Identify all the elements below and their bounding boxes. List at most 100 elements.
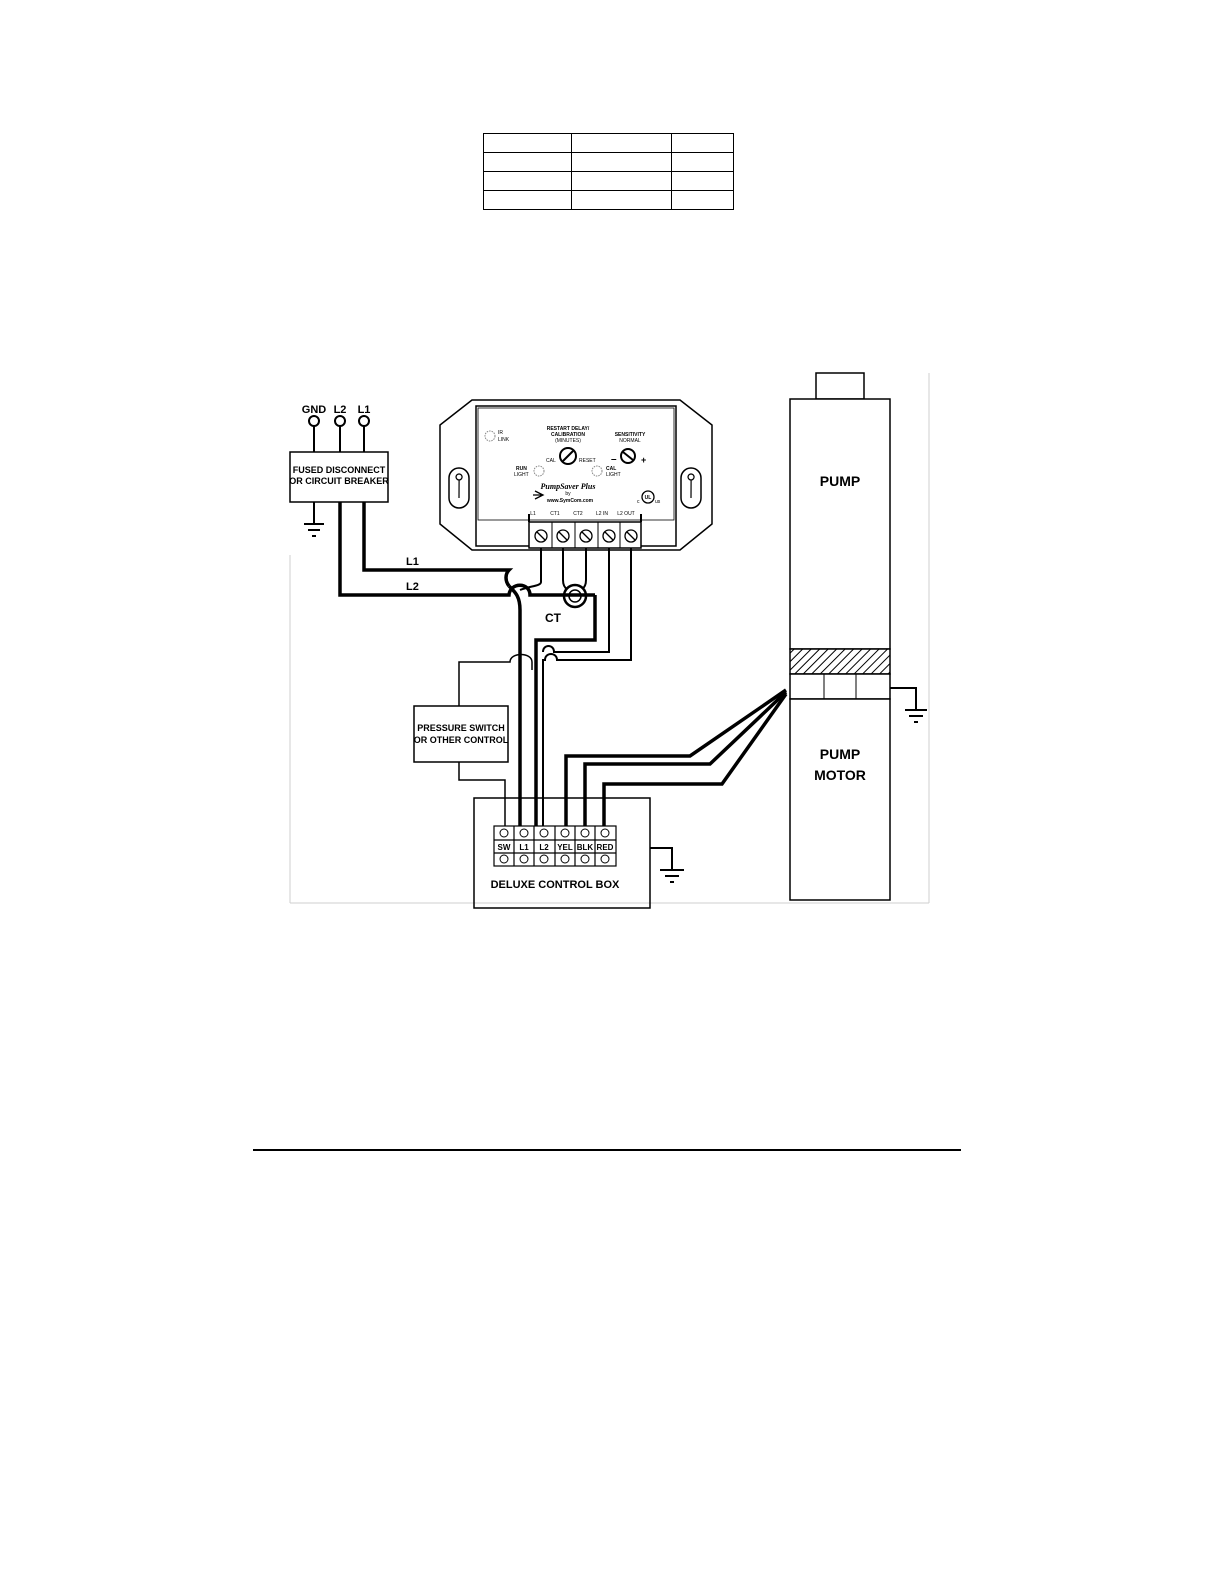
- ul-mark-icon: [641, 490, 655, 504]
- run-light-label: RUN: [516, 466, 527, 472]
- pump-motor-label-1: PUMP: [820, 746, 860, 762]
- dial-pointer-icon: [622, 451, 634, 461]
- dial-pointer-icon: [562, 450, 574, 462]
- screw-icon: [580, 854, 590, 864]
- symcom-logo-icon: [533, 490, 545, 500]
- wire-l1-to-box: [507, 584, 522, 826]
- box-terminal-label: BLK: [577, 843, 594, 852]
- brand-by: by: [565, 491, 571, 497]
- motor-lead-red: [602, 692, 788, 826]
- footer-rule: [253, 1149, 961, 1151]
- sensitivity-minus: –: [611, 454, 617, 465]
- ul-mark-text: UL: [645, 495, 652, 501]
- box-terminal-label: RED: [597, 843, 614, 852]
- wire-l2-out: [542, 548, 632, 826]
- box-terminal-label: SW: [498, 843, 511, 852]
- run-light-icon: [533, 465, 545, 477]
- wire-controller-l1: [519, 548, 542, 591]
- box-terminal-label: YEL: [557, 843, 573, 852]
- reset-label: RESET: [579, 458, 596, 464]
- screw-icon: [600, 828, 610, 838]
- cal-label: CAL: [546, 458, 556, 464]
- controller-panel: [477, 407, 675, 521]
- gnd-label: GND: [302, 404, 327, 416]
- l2-supply-label: L2: [334, 404, 347, 416]
- motor-lead-blk: [583, 690, 788, 826]
- deluxe-control-box: [473, 797, 651, 909]
- ir-label-2: LINK: [498, 437, 510, 443]
- control-box-title: DELUXE CONTROL BOX: [491, 879, 620, 891]
- box-terminal-label: L1: [519, 843, 529, 852]
- pump-label: PUMP: [820, 473, 860, 489]
- screw-icon: [539, 828, 549, 838]
- terminal-label: L2 OUT: [617, 511, 635, 517]
- screw-icon: [519, 854, 529, 864]
- gnd-terminal: [308, 415, 320, 427]
- motor-lead-yel: [564, 688, 787, 826]
- restart-label-3: (MINUTES): [555, 438, 581, 444]
- table-row: [483, 190, 734, 210]
- keyhole-icon: [455, 473, 463, 499]
- ground-symbol: [890, 687, 927, 723]
- cal-light-label: CAL: [606, 466, 616, 472]
- keyhole-icon: [687, 473, 695, 499]
- screw-icon: [499, 854, 509, 864]
- terminal-label: CT2: [573, 511, 583, 517]
- pump-discharge-cap: [815, 372, 865, 400]
- l1-supply-label: L1: [358, 404, 371, 416]
- sensitivity-label: SENSITIVITY: [615, 432, 646, 438]
- screw-icon: [539, 854, 549, 864]
- brand-logo: PumpSaver Plus: [541, 482, 596, 491]
- sensitivity-plus: +: [641, 455, 646, 465]
- pump-body: [789, 398, 891, 650]
- screw-icon: [519, 828, 529, 838]
- restart-label-1: RESTART DELAY/: [547, 426, 590, 432]
- brand-url: www.SymCom.com: [546, 498, 594, 504]
- terminal-label: L2 IN: [596, 511, 608, 517]
- ir-link-icon: [484, 430, 496, 442]
- wire-label-l2: L2: [406, 581, 419, 593]
- ul-c: c: [637, 499, 640, 505]
- restart-label-2: CALIBRATION: [551, 432, 585, 438]
- screw-icon: [499, 828, 509, 838]
- terminal-label: L1: [530, 511, 536, 517]
- pressure-switch-box: [413, 705, 509, 763]
- screw-icon: [560, 854, 570, 864]
- ground-symbol: [650, 847, 684, 883]
- pump-motor: [789, 698, 891, 901]
- screw-icon: [600, 854, 610, 864]
- terminal-screws: [534, 529, 638, 543]
- table-row: [483, 133, 734, 153]
- ul-us: us: [655, 499, 661, 505]
- ct-label: CT: [545, 611, 562, 625]
- cal-light-label-2: LIGHT: [606, 472, 621, 478]
- supply-terminals: [308, 415, 370, 452]
- wire-label-l1: L1: [406, 556, 419, 568]
- wire-l1-supply: [362, 502, 514, 588]
- pump-seal-section: [789, 673, 891, 700]
- terminal-label: CT1: [550, 511, 560, 517]
- table-cell: [671, 190, 734, 210]
- control-box-screws: [499, 828, 610, 864]
- wire-l2-to-box: [534, 595, 597, 826]
- disconnect-label-line1: FUSED DISCONNECT: [293, 465, 386, 475]
- screw-icon: [560, 828, 570, 838]
- control-box-terminal-strip: [493, 825, 617, 867]
- wire-pressure-switch: [458, 762, 506, 826]
- ground-symbol: [304, 502, 324, 537]
- l2-terminal: [334, 415, 346, 427]
- wire-l2-supply: [338, 502, 575, 597]
- l1-terminal: [358, 415, 370, 427]
- box-terminal-label: L2: [539, 843, 549, 852]
- wire-l2-in: [542, 548, 610, 653]
- fused-disconnect-box: [289, 451, 389, 503]
- pump-intake-screen: [789, 648, 891, 675]
- disconnect-label-line2: OR CIRCUIT BREAKER: [289, 476, 389, 486]
- sensitivity-normal-label: NORMAL: [619, 438, 641, 444]
- ir-label: IR: [498, 430, 503, 436]
- run-light-label-2: LIGHT: [514, 472, 529, 478]
- wire-pressure-switch-return: [458, 653, 533, 706]
- spec-table: [483, 133, 734, 210]
- cal-light-icon: [591, 465, 603, 477]
